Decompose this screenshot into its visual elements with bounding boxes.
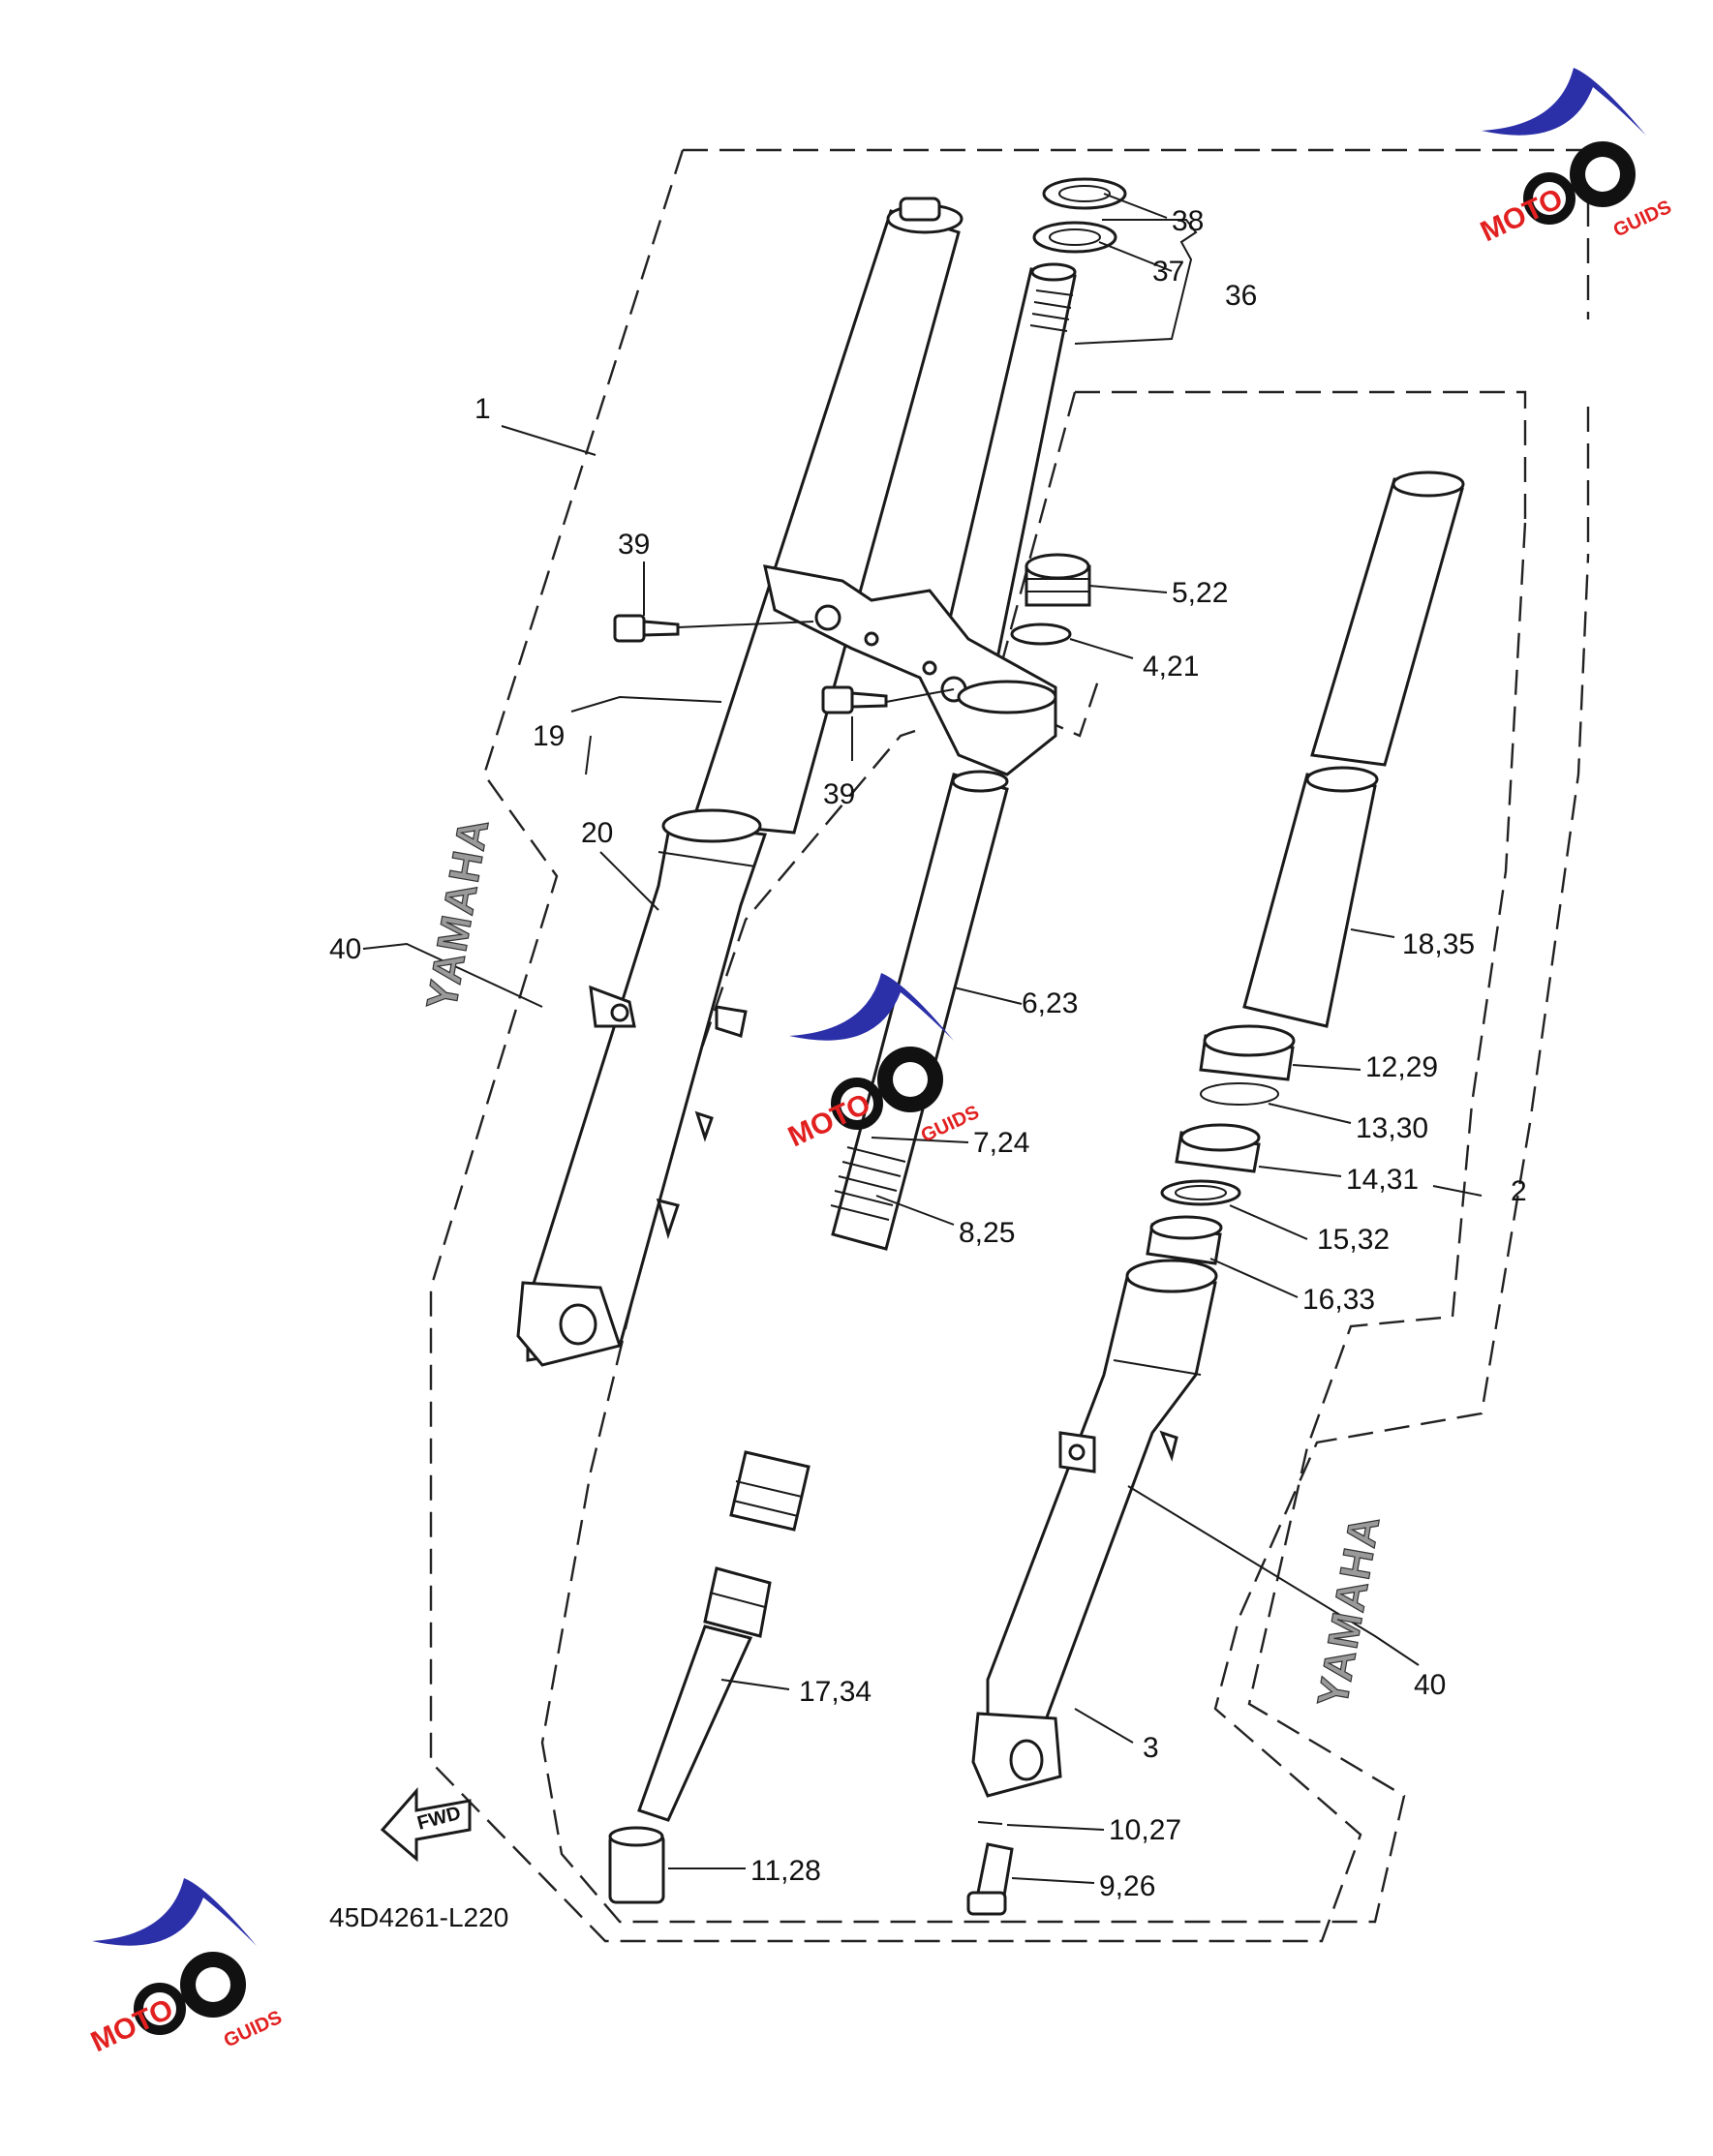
callout-19: 19 <box>533 720 565 752</box>
callout-6-23: 6,23 <box>1022 987 1078 1019</box>
right-fork-seals <box>1146 1024 1296 1265</box>
leader-lines <box>362 193 1483 1884</box>
brand-right: YAMAHA <box>1309 1510 1390 1711</box>
callout-1: 1 <box>474 393 491 425</box>
callout-5-22: 5,22 <box>1172 577 1228 609</box>
callouts: 1 2 3 38 37 36 39 39 5,22 4,21 19 20 40 … <box>329 205 1527 1902</box>
callout-20: 20 <box>581 817 613 849</box>
watermark-suffix-top: GUIDS <box>1610 197 1675 242</box>
right-fork-tube <box>1242 471 1465 1028</box>
callout-10-27: 10,27 <box>1109 1814 1181 1846</box>
callout-15-32: 15,32 <box>1317 1224 1390 1256</box>
under-bracket <box>763 564 1057 776</box>
callout-14-31: 14,31 <box>1346 1164 1419 1196</box>
callout-18-35: 18,35 <box>1402 928 1475 960</box>
cap-bolt <box>1025 553 1091 607</box>
callout-8-25: 8,25 <box>959 1217 1015 1249</box>
brand-left: YAMAHA <box>418 813 499 1014</box>
drawing-code: 45D4261-L220 <box>329 1902 508 1932</box>
watermark-word-top: MOTO <box>1476 183 1568 249</box>
callout-2: 2 <box>1511 1175 1527 1207</box>
bolt-lower <box>821 685 888 714</box>
callout-40a: 40 <box>329 933 361 965</box>
watermark-suffix-bottom: GUIDS <box>221 2007 286 2052</box>
left-fork-leg <box>516 197 964 1367</box>
callout-9-26: 9,26 <box>1099 1870 1155 1902</box>
forward-arrow: FWD <box>380 1787 472 1863</box>
right-fork-leg <box>966 1259 1218 1916</box>
top-seals <box>1032 177 1127 254</box>
damper-rod-spring <box>608 1146 906 1904</box>
callout-17-34: 17,34 <box>799 1676 872 1708</box>
inner-tube <box>831 770 1009 1251</box>
bolt-upper <box>613 614 680 643</box>
callout-38: 38 <box>1172 205 1204 237</box>
callout-16-33: 16,33 <box>1302 1284 1375 1316</box>
callout-4-21: 4,21 <box>1143 651 1199 683</box>
callout-40b: 40 <box>1414 1669 1446 1701</box>
callout-12-29: 12,29 <box>1365 1051 1438 1083</box>
callout-7-24: 7,24 <box>973 1127 1029 1159</box>
o-ring <box>1010 623 1072 646</box>
callout-39b: 39 <box>823 778 855 810</box>
callout-3: 3 <box>1143 1732 1159 1764</box>
callout-36: 36 <box>1225 280 1257 312</box>
watermark-logo-top: MOTO GUIDS <box>1476 68 1675 248</box>
watermark-logo-bottom: MOTO GUIDS <box>86 1878 286 2058</box>
callout-39a: 39 <box>618 529 650 561</box>
callout-37: 37 <box>1152 256 1184 288</box>
callout-11-28: 11,28 <box>750 1855 821 1887</box>
watermark-word-bottom: MOTO <box>86 1993 178 2059</box>
callout-13-30: 13,30 <box>1356 1112 1428 1144</box>
